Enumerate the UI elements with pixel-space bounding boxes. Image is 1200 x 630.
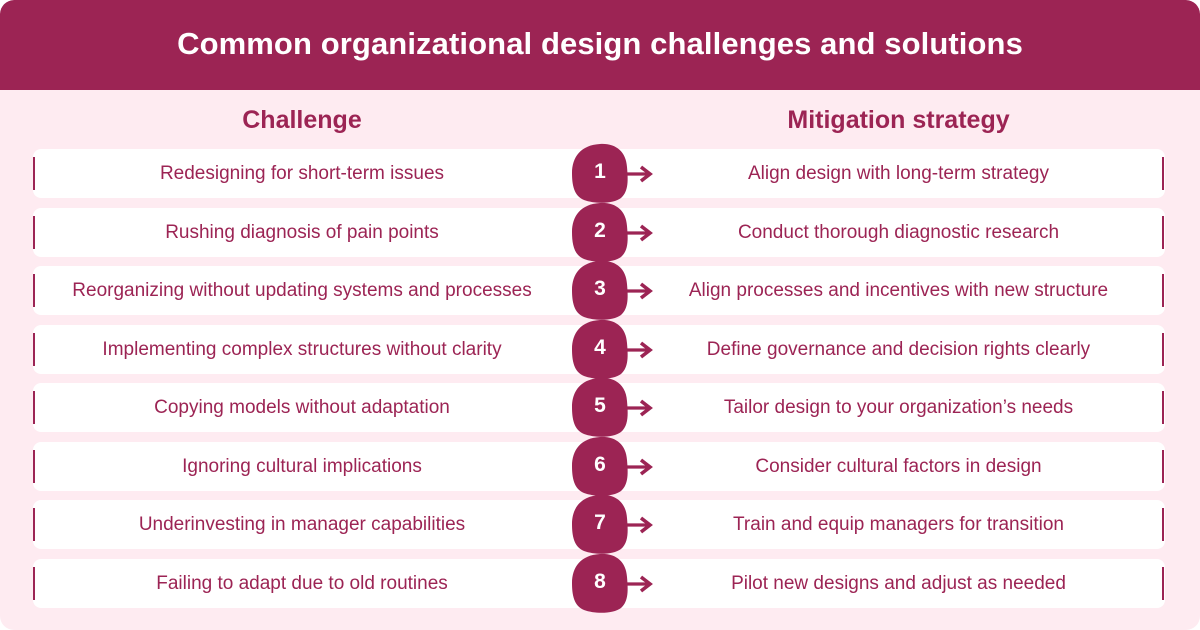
column-header-challenge: Challenge bbox=[242, 106, 362, 134]
number-badge: 3 bbox=[571, 260, 629, 321]
left-accent-bar bbox=[33, 566, 35, 600]
left-accent-bar bbox=[33, 391, 35, 424]
list-item: Rushing diagnosis of pain points 2 Condu… bbox=[33, 202, 1165, 262]
challenge-text: Implementing complex structures without … bbox=[102, 338, 502, 360]
mitigation-text: Pilot new designs and adjust as needed bbox=[731, 572, 1066, 594]
number-badge: 6 bbox=[571, 436, 629, 497]
badge-number: 7 bbox=[594, 511, 606, 534]
badge-number: 6 bbox=[594, 452, 606, 476]
challenge-text: Copying models without adaptation bbox=[154, 397, 450, 418]
number-badge: 7 bbox=[571, 494, 629, 555]
left-accent-bar bbox=[33, 508, 35, 541]
mitigation-text: Align processes and incentives with new … bbox=[688, 280, 1109, 301]
challenge-text: Failing to adapt due to old routines bbox=[156, 572, 448, 594]
mitigation-text: Define governance and decision rights cl… bbox=[706, 338, 1091, 360]
badge-number: 4 bbox=[594, 335, 606, 359]
challenge-text: Ignoring cultural implications bbox=[182, 455, 422, 477]
badge-number: 5 bbox=[594, 394, 606, 417]
arrow-right-icon bbox=[625, 282, 653, 300]
arrow-right-icon bbox=[625, 224, 653, 241]
list-item: Implementing complex structures without … bbox=[33, 319, 1165, 379]
badge-number: 3 bbox=[594, 277, 606, 300]
challenge-text: Reorganizing without updating systems an… bbox=[72, 280, 532, 301]
column-header-mitigation: Mitigation strategy bbox=[787, 106, 1010, 134]
mitigation-text: Conduct thorough diagnostic research bbox=[737, 221, 1060, 243]
right-accent-bar bbox=[1162, 215, 1164, 249]
blob-shape-icon bbox=[572, 553, 628, 613]
list-item: Ignoring cultural implications 6 Conside… bbox=[33, 436, 1165, 496]
right-accent-bar bbox=[1162, 157, 1164, 190]
badge-number: 8 bbox=[594, 569, 606, 593]
number-badge: 8 bbox=[571, 553, 629, 614]
blob-shape-icon bbox=[572, 319, 628, 379]
mitigation-text: Tailor design to your organization’s nee… bbox=[723, 397, 1074, 418]
right-accent-bar bbox=[1162, 566, 1164, 600]
mitigation-text: Align design with long-term strategy bbox=[748, 163, 1049, 184]
left-accent-bar bbox=[33, 274, 35, 307]
page-title: Common organizational design challenges … bbox=[177, 26, 1023, 61]
blob-shape-icon bbox=[572, 143, 628, 203]
left-accent-bar bbox=[33, 449, 35, 483]
right-accent-bar bbox=[1162, 508, 1164, 541]
arrow-right-icon bbox=[625, 165, 653, 183]
number-badge: 5 bbox=[571, 377, 629, 438]
blob-shape-icon bbox=[572, 202, 628, 262]
arrow-right-icon bbox=[625, 399, 653, 417]
mitigation-text: Consider cultural factors in design bbox=[755, 455, 1042, 477]
number-badge: 1 bbox=[571, 143, 629, 204]
arrow-right-icon bbox=[625, 575, 653, 592]
list-item: Redesigning for short-term issues 1 Alig… bbox=[33, 143, 1165, 203]
number-badge: 4 bbox=[571, 319, 629, 380]
right-accent-bar bbox=[1162, 449, 1164, 483]
blob-shape-icon bbox=[572, 494, 628, 554]
list-item: Reorganizing without updating systems an… bbox=[33, 260, 1165, 320]
arrow-right-icon bbox=[625, 341, 653, 358]
blob-shape-icon bbox=[572, 436, 628, 496]
blob-shape-icon bbox=[572, 260, 628, 320]
list-item: Failing to adapt due to old routines 8 P… bbox=[33, 553, 1165, 613]
challenge-text: Underinvesting in manager capabilities bbox=[138, 514, 466, 535]
arrow-right-icon bbox=[625, 458, 653, 475]
badge-number: 1 bbox=[594, 160, 606, 183]
challenge-text: Rushing diagnosis of pain points bbox=[165, 221, 439, 243]
badge-number: 2 bbox=[594, 218, 606, 242]
blob-shape-icon bbox=[572, 377, 628, 437]
right-accent-bar bbox=[1162, 391, 1164, 424]
right-accent-bar bbox=[1162, 332, 1164, 366]
number-badge: 2 bbox=[571, 202, 629, 263]
list-item: Underinvesting in manager capabilities 7… bbox=[33, 494, 1165, 554]
left-accent-bar bbox=[33, 332, 35, 366]
list-item: Copying models without adaptation 5 Tail… bbox=[33, 377, 1165, 437]
challenge-text: Redesigning for short-term issues bbox=[159, 163, 445, 184]
arrow-right-icon bbox=[625, 516, 653, 534]
right-accent-bar bbox=[1162, 274, 1164, 307]
left-accent-bar bbox=[33, 215, 35, 249]
mitigation-text: Train and equip managers for transition bbox=[733, 514, 1064, 535]
title-banner: Common organizational design challenges … bbox=[0, 0, 1200, 90]
left-accent-bar bbox=[33, 157, 35, 190]
